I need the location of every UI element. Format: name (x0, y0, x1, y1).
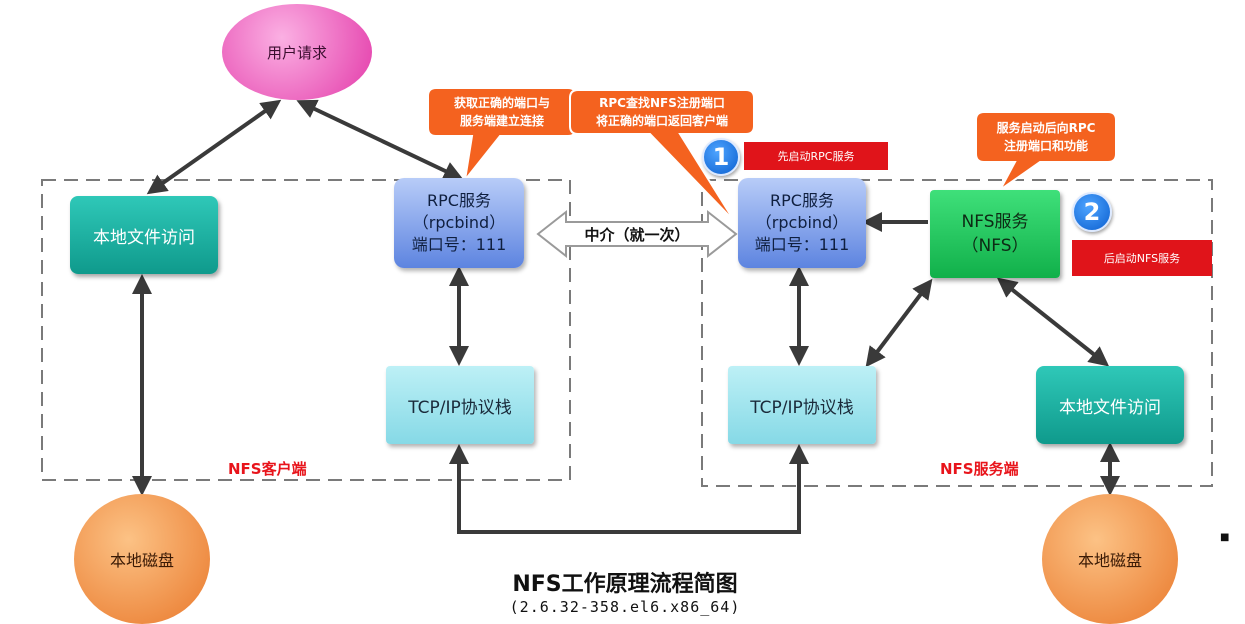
callout-client-rpc-line1: 获取正确的端口与 (453, 96, 550, 110)
arrow-user-to-client-rpc (296, 99, 464, 181)
edge-marker: ■ (1220, 532, 1230, 543)
step1-badge: 1 (702, 138, 740, 176)
server-nfs-sub: （NFS） (961, 236, 1029, 256)
server-local-file-access-box: 本地文件访问 (1036, 366, 1184, 444)
server-local-disk-label: 本地磁盘 (1077, 551, 1142, 570)
callout-client-rpc-line2: 服务端建立连接 (459, 114, 544, 128)
callout-rpc-query-line1: RPC查找NFS注册端口 (599, 96, 725, 110)
arrow-nfs-to-server-tcp (865, 278, 933, 368)
server-region-label: NFS服务端 (940, 460, 1019, 478)
callout-rpc-query-line2: 将正确的端口返回客户端 (595, 114, 728, 128)
callout-nfs-register-line1: 服务启动后向RPC (996, 121, 1096, 135)
arrow-client-tcp-to-server-tcp (449, 444, 809, 534)
client-local-file-access-label: 本地文件访问 (93, 227, 195, 248)
client-tcp-stack-box: TCP/IP协议栈 (386, 366, 534, 444)
client-local-file-access-box: 本地文件访问 (70, 196, 218, 274)
diagram-title: NFS工作原理流程简图 (512, 572, 738, 597)
server-local-disk-node: 本地磁盘 (1042, 494, 1178, 624)
server-tcp-stack-box: TCP/IP协议栈 (728, 366, 876, 444)
server-rpc-sub: （rpcbind） (755, 213, 849, 232)
middle-double-arrow (536, 209, 738, 259)
server-local-file-access-label: 本地文件访问 (1059, 397, 1161, 418)
user-request-label: 用户请求 (266, 43, 327, 62)
server-rpc-service-box: RPC服务 （rpcbind） 端口号：111 (738, 178, 866, 268)
client-rpc-service-box: RPC服务 （rpcbind） 端口号：111 (394, 178, 524, 268)
callout-nfs-register: 服务启动后向RPC 注册端口和功能 (976, 112, 1116, 162)
client-local-disk-label: 本地磁盘 (109, 551, 174, 570)
callout-rpc-query-shape (569, 89, 755, 223)
client-rpc-sub: （rpcbind） (412, 213, 506, 232)
step2-tag: 后启动NFS服务 (1072, 240, 1212, 276)
server-nfs-title: NFS服务 (961, 212, 1029, 232)
user-request-node: 用户请求 (222, 4, 372, 100)
callout-rpc-query: RPC查找NFS注册端口 将正确的端口返回客户端 (570, 90, 754, 134)
server-rpc-port: 端口号：111 (754, 235, 850, 254)
client-rpc-port: 端口号：111 (411, 235, 507, 254)
callout-client-rpc: 获取正确的端口与 服务端建立连接 (428, 88, 576, 136)
callout-nfs-register-shape (975, 111, 1117, 191)
client-tcp-stack-label: TCP/IP协议栈 (408, 397, 512, 418)
middle-arrow-label: 中介（就一次） (584, 225, 690, 244)
callout-nfs-register-line2: 注册端口和功能 (1003, 139, 1088, 153)
arrow-user-to-client-local (146, 99, 282, 195)
server-nfs-service-box: NFS服务 （NFS） (930, 190, 1060, 278)
client-local-disk-node: 本地磁盘 (74, 494, 210, 624)
step1-tag: 先启动RPC服务 (744, 142, 888, 170)
client-region-label: NFS客户端 (228, 460, 307, 478)
server-rpc-title: RPC服务 (770, 191, 834, 210)
arrow-nfs-to-server-local (996, 277, 1110, 367)
client-rpc-title: RPC服务 (427, 191, 491, 210)
server-tcp-stack-label: TCP/IP协议栈 (750, 397, 854, 418)
step2-badge: 2 (1072, 192, 1112, 232)
diagram-subtitle: (2.6.32-358.el6.x86_64) (509, 598, 741, 616)
server-region-border (701, 179, 1213, 487)
